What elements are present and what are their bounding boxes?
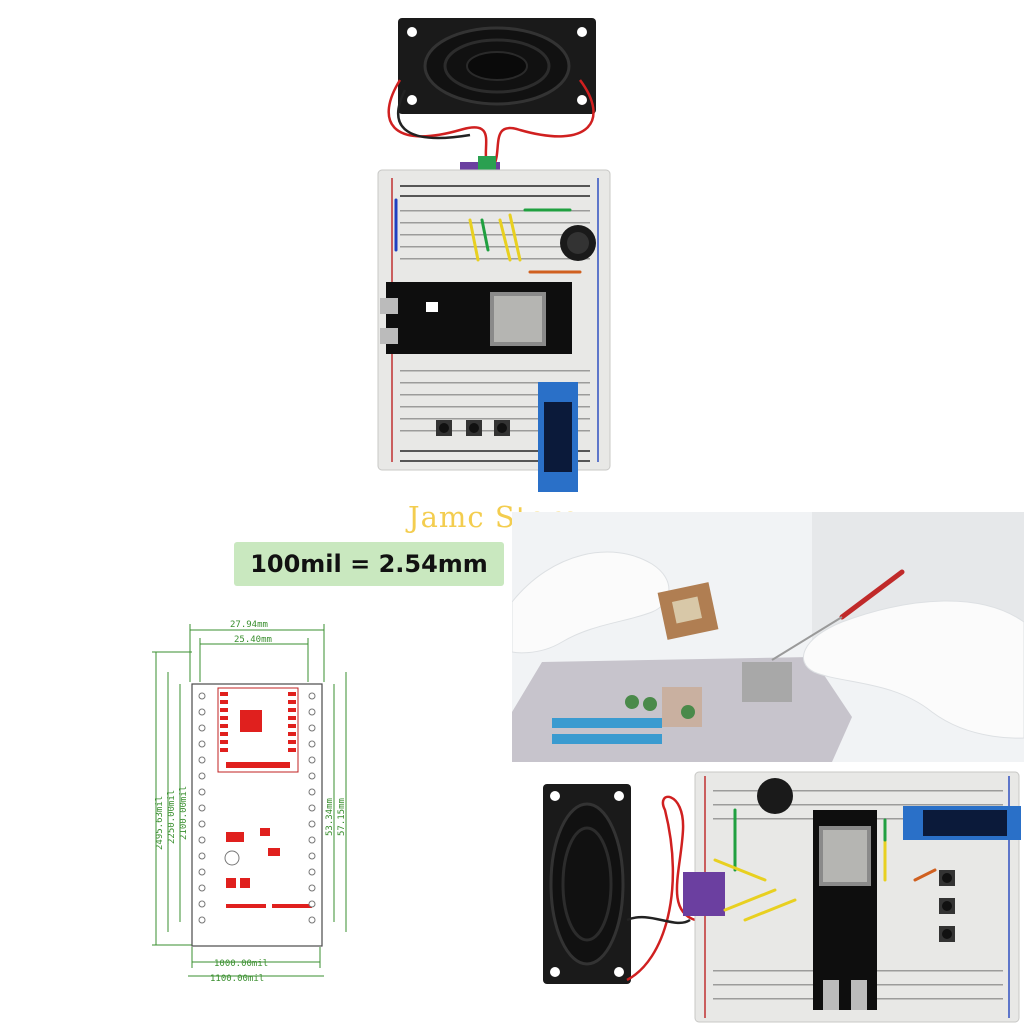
dim-left-inner: 2100.00mil: [179, 786, 189, 840]
dim-right-outer: 57.15mm: [337, 798, 347, 836]
esp32-board-bottom: [813, 810, 877, 1010]
top-breadboard-photo: [370, 10, 620, 495]
dim-top-outer: 27.94mm: [230, 620, 268, 630]
dim-bottom-outer: 1100.00mil: [210, 974, 264, 984]
bottom-breadboard-illustration: [543, 771, 1021, 1023]
pcb-dimension-drawing: 27.94mm 25.40mm 2495.63mil 2250.00mil 21…: [148, 612, 360, 992]
cpu-chip: [657, 582, 719, 640]
tweezers: [839, 569, 905, 620]
speaker-top: [398, 18, 596, 114]
microphone-module-bottom: [757, 778, 793, 814]
left-gloved-hand: [512, 551, 670, 654]
module-pad: [240, 710, 262, 732]
pcb-drawing-svg: 27.94mm 25.40mm 2495.63mil 2250.00mil 21…: [152, 620, 347, 984]
unit-conversion-label: 100mil = 2.54mm: [234, 542, 504, 586]
dim-top-inner: 25.40mm: [234, 635, 272, 645]
dim-right-inner: 53.34mm: [325, 798, 335, 836]
jumper-wires-top: [394, 198, 582, 274]
right-gloved-hand: [803, 600, 1024, 739]
dim-bottom-inner: 1000.00mil: [214, 959, 268, 969]
push-buttons-top: [436, 420, 510, 436]
esp32-board-top: [380, 282, 572, 354]
push-buttons-bottom: [939, 870, 955, 942]
amplifier-module-bottom: [683, 872, 725, 916]
speaker-bottom: [543, 784, 631, 984]
dim-left-outer: 2495.63mil: [155, 796, 165, 850]
oled-display-top: [538, 382, 578, 492]
lab-hands-photo: [512, 512, 1024, 762]
top-breadboard-illustration: [377, 18, 611, 492]
lab-hands-illustration: [512, 512, 1024, 762]
jumper-wires-bottom: [713, 808, 937, 922]
dim-left-mid: 2250.00mil: [167, 790, 177, 844]
oled-display-bottom: [903, 806, 1021, 840]
bottom-breadboard-photo: [535, 770, 1024, 1024]
speaker-wires-top: [387, 79, 595, 166]
speaker-wires-bottom: [626, 795, 696, 982]
